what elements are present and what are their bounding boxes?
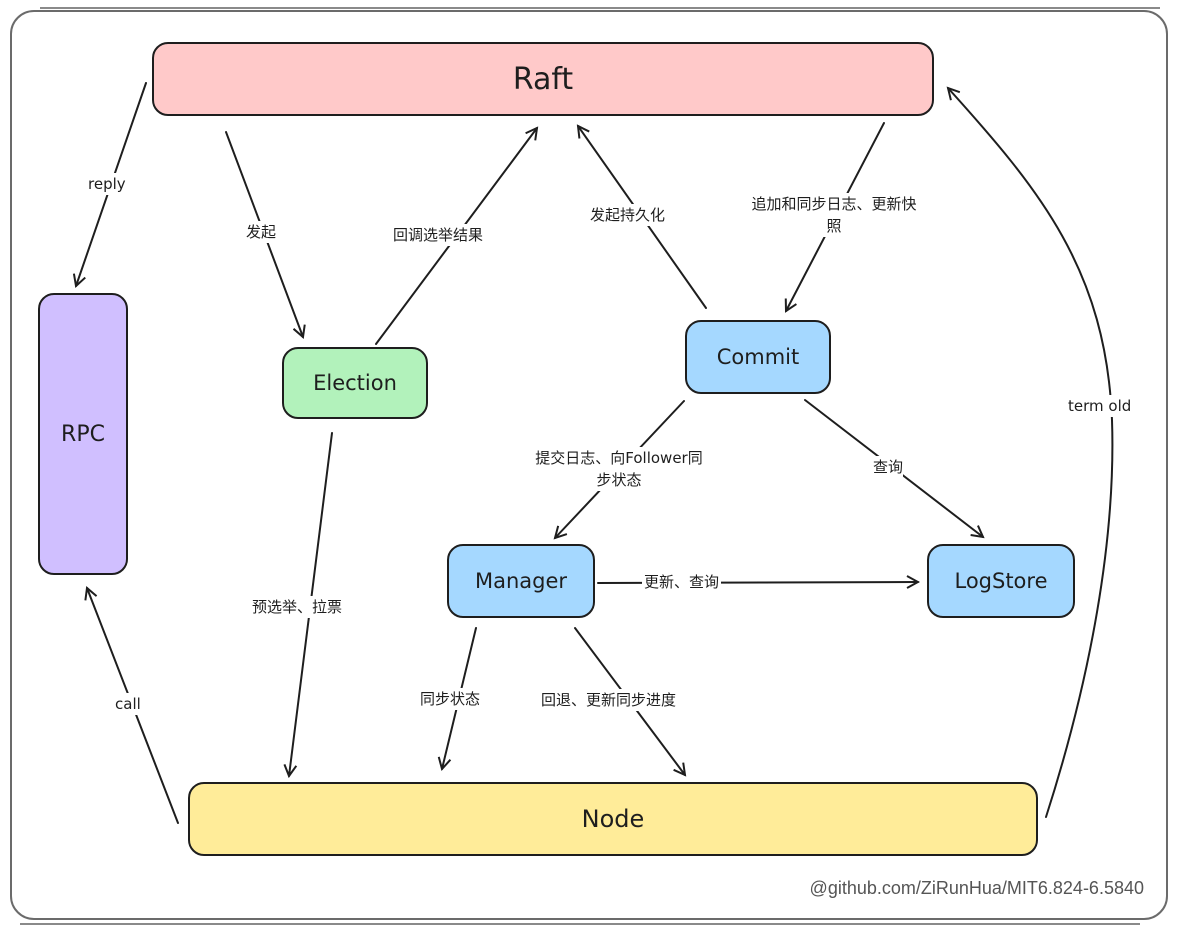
raft-label: Raft [512,61,574,97]
commit-label: Commit [716,345,800,369]
node-node[interactable]: Node [188,782,1038,856]
rpc-label: RPC [61,421,105,447]
credit-text: @github.com/ZiRunHua/MIT6.824-6.5840 [809,878,1144,898]
edge-label-term-old: term old [1068,395,1132,417]
election-label: Election [313,371,397,395]
election-node[interactable]: Election [282,347,428,419]
edge-label-sync-state: 同步状态 [420,688,481,710]
frame-shadow-top [40,7,1160,9]
edge-label-initiate: 发起 [246,221,277,243]
logstore-label: LogStore [954,569,1048,593]
commit-node[interactable]: Commit [685,320,831,394]
manager-label: Manager [474,569,568,593]
raft-node[interactable]: Raft [152,42,934,116]
frame-shadow-bottom [20,923,1140,925]
edge-label-append-sync: 追加和同步日志、更新快 照 [724,193,944,237]
rpc-node[interactable]: RPC [38,293,128,575]
logstore-node[interactable]: LogStore [927,544,1075,618]
edge-label-update-query: 更新、查询 [642,571,722,593]
edge-label-rollback: 回退、更新同步进度 [541,689,677,711]
manager-node[interactable]: Manager [447,544,595,618]
edge-label-persist: 发起持久化 [590,204,666,226]
edge-label-reply: reply [88,173,126,195]
edge-label-election-callback: 回调选举结果 [393,224,484,246]
edge-label-query: 查询 [873,456,904,478]
edge-label-commit-sync: 提交日志、向Follower同 步状态 [508,447,730,491]
edge-label-call: call [115,693,141,715]
node-label: Node [581,805,645,833]
edge-label-prevote: 预选举、拉票 [252,596,343,618]
